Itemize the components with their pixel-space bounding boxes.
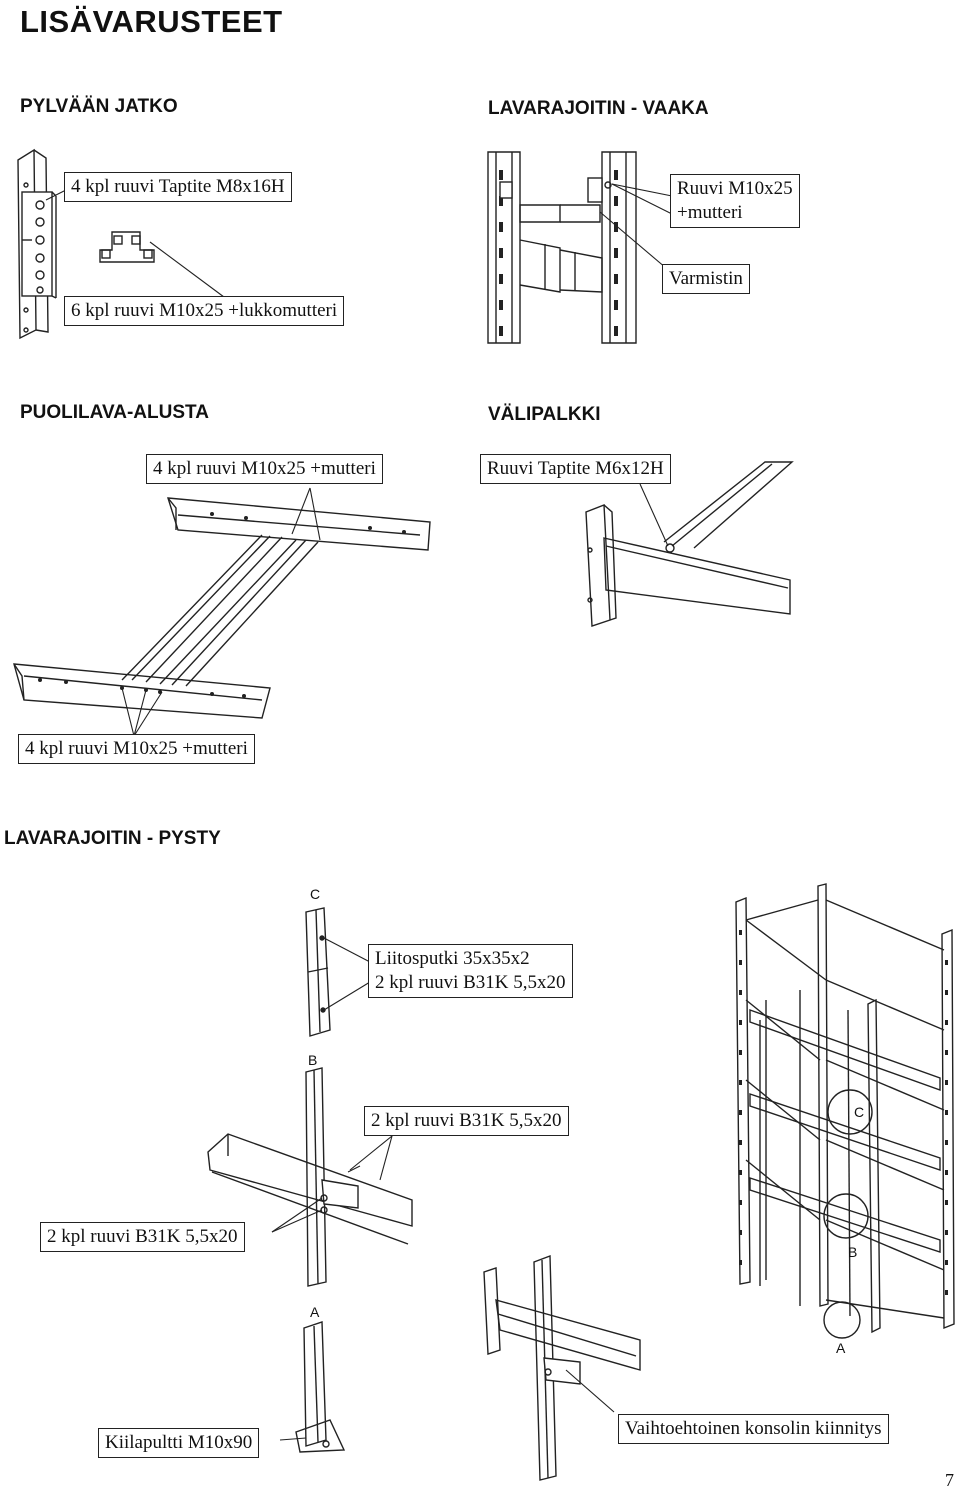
detail-b-letter: B xyxy=(308,1052,318,1068)
heading-puolilava-alusta: PUOLILAVA-ALUSTA xyxy=(20,402,209,423)
label-puolilava-bottom: 4 kpl ruuvi M10x25 +mutteri xyxy=(18,734,255,764)
label-vaihtoehtoinen: Vaihtoehtoinen konsolin kiinnitys xyxy=(618,1414,889,1444)
detail-c-letter: C xyxy=(310,886,321,902)
label-puolilava-top: 4 kpl ruuvi M10x25 +mutteri xyxy=(146,454,383,484)
detail-a-letter: A xyxy=(310,1304,320,1320)
heading-lavarajoitin-pysty: LAVARAJOITIN - PYSTY xyxy=(4,828,221,849)
detail-b-drawing xyxy=(207,1067,413,1287)
column-splice-drawing xyxy=(17,148,229,340)
rack-c-letter: C xyxy=(854,1104,865,1120)
label-line: +mutteri xyxy=(677,202,743,223)
label-b31k-lower: 2 kpl ruuvi B31K 5,5x20 xyxy=(40,1222,245,1252)
label-varmistin: Varmistin xyxy=(662,264,750,294)
label-taptite-m6: Ruuvi Taptite M6x12H xyxy=(480,454,671,484)
alternative-console-drawing xyxy=(483,1255,641,1481)
rack-b-letter: B xyxy=(848,1244,858,1260)
horizontal-pallet-stop-drawing xyxy=(487,151,673,344)
rack-a-letter: A xyxy=(836,1340,846,1356)
heading-pylvaan-jatko: PYLVÄÄN JATKO xyxy=(20,96,178,117)
label-line: Ruuvi M10x25 xyxy=(677,178,793,199)
label-line: 2 kpl ruuvi B31K 5,5x20 xyxy=(375,972,566,993)
detail-c-drawing xyxy=(305,907,371,1037)
label-m10-lukkomutteri: 6 kpl ruuvi M10x25 +lukkomutteri xyxy=(64,296,345,326)
label-kiilapultti: Kiilapultti M10x90 xyxy=(98,1428,260,1458)
page-title: LISÄVARUSTEET xyxy=(20,4,283,39)
page-number: 7 xyxy=(945,1470,954,1490)
label-taptite-m8: 4 kpl ruuvi Taptite M8x16H xyxy=(64,172,292,202)
detail-a-drawing xyxy=(279,1321,346,1453)
half-pallet-support-drawing xyxy=(13,487,431,737)
label-b31k-upper: 2 kpl ruuvi B31K 5,5x20 xyxy=(364,1106,569,1136)
intermediate-beam-drawing xyxy=(585,461,794,627)
heading-valipalkki: VÄLIPALKKI xyxy=(488,404,601,425)
label-liitosputki: Liitosputki 35x35x2 2 kpl ruuvi B31K 5,5… xyxy=(368,944,573,998)
rack-drawing xyxy=(735,883,955,1339)
heading-lavarajoitin-vaaka: LAVARAJOITIN - VAAKA xyxy=(488,98,709,119)
label-line: Liitosputki 35x35x2 xyxy=(375,948,530,969)
label-ruuvi-m10-mutteri: Ruuvi M10x25 +mutteri xyxy=(670,174,800,228)
